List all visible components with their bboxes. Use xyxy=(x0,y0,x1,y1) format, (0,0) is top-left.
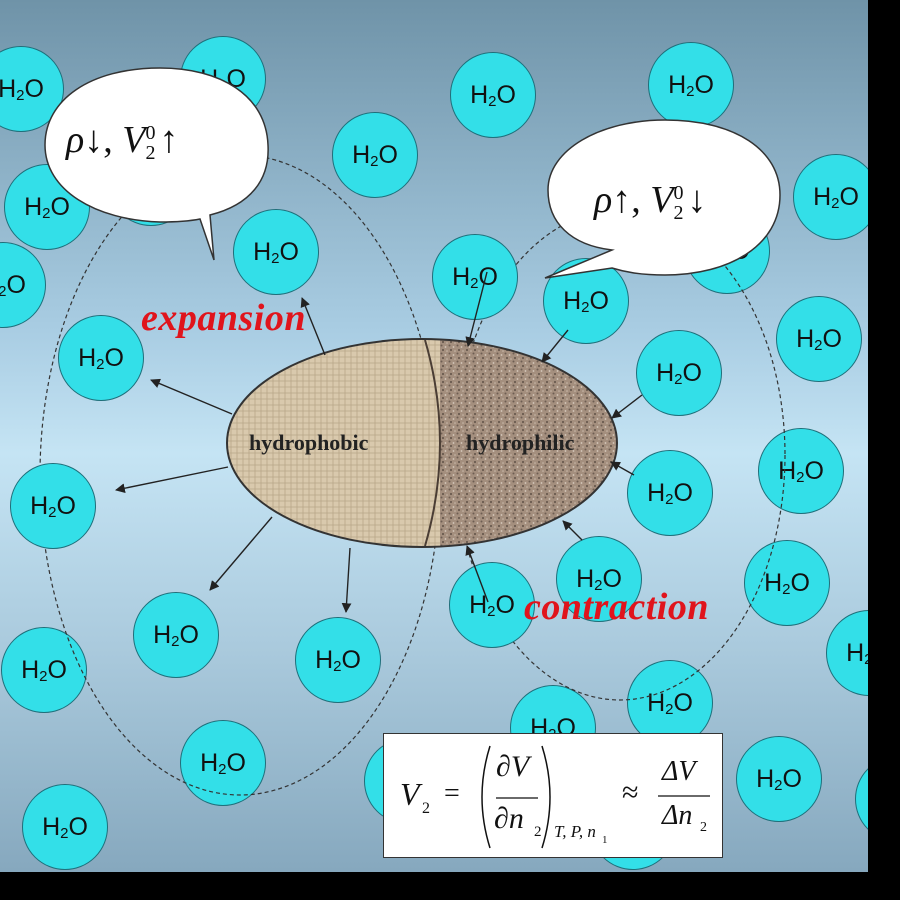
constant-conditions: T, P, n xyxy=(554,822,596,841)
bottom-border xyxy=(0,872,900,900)
rho-symbol: ρ xyxy=(66,119,85,161)
density-up-arrow: ↑ xyxy=(612,179,632,221)
solute-molecule xyxy=(226,338,618,548)
contraction-arrows xyxy=(465,271,643,603)
bubble-left-shape xyxy=(44,67,269,261)
bubble-right-shape xyxy=(544,119,781,279)
volume-up-arrow: ↑ xyxy=(159,119,179,161)
hydrophilic-label: hydrophilic xyxy=(466,430,575,455)
density-down-arrow: ↓ xyxy=(84,119,104,161)
expansion-arrows xyxy=(115,297,352,613)
hydrophobic-label: hydrophobic xyxy=(249,430,369,455)
volume-down-arrow: ↓ xyxy=(687,179,707,221)
partial-derivative-parentheses xyxy=(481,745,551,849)
partial-molar-volume-equation: V 2 = ∂V ∂n 2 T, P, n 1 ≈ ΔV Δn 2 xyxy=(383,733,723,858)
contraction-label: contraction xyxy=(524,586,709,628)
solute-layer xyxy=(44,67,781,613)
volume-symbol: V xyxy=(650,179,674,221)
expansion-label: expansion xyxy=(141,297,306,339)
volume-symbol: V xyxy=(122,119,146,161)
right-border xyxy=(868,0,900,900)
rho-symbol: ρ xyxy=(594,179,613,221)
diagram-canvas: H2OH2OH2OH2OH2OH2OH2OH2OH2OH2OH2OH2OH2OH… xyxy=(0,0,868,872)
